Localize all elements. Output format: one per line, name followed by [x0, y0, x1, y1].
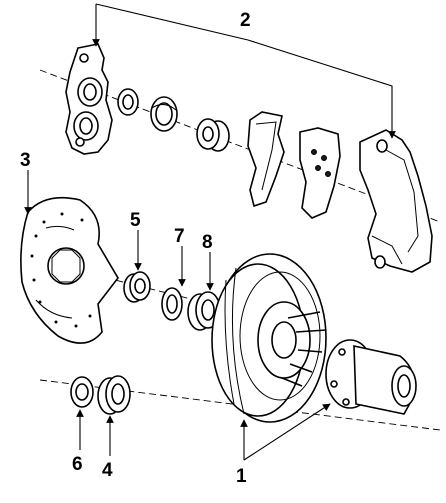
leader-lines — [24, 3, 396, 461]
piston-seal — [117, 88, 139, 116]
callout-4: 4 — [102, 460, 113, 481]
outer-brake-pad — [299, 127, 341, 219]
wheel-studs — [281, 311, 327, 387]
wheel-hub — [325, 339, 417, 415]
inner-brake-pad — [247, 111, 285, 208]
brake-rotor — [211, 253, 327, 423]
caliper-housing — [65, 43, 113, 155]
inner-bearing-cup — [123, 271, 151, 303]
caliper-piston — [196, 118, 230, 152]
callout-6: 6 — [72, 454, 83, 475]
callout-2: 2 — [240, 10, 251, 31]
callout-labels: 2 3 5 7 8 6 4 1 — [20, 10, 251, 487]
caliper-assembly — [359, 129, 433, 273]
callout-1: 1 — [236, 466, 247, 487]
callout-5: 5 — [130, 210, 141, 231]
callout-8: 8 — [202, 232, 213, 253]
callout-7: 7 — [174, 226, 185, 247]
dust-boot — [150, 96, 178, 132]
callout-3: 3 — [20, 150, 31, 171]
outer-bearing-cup — [70, 376, 94, 408]
splash-shield — [20, 196, 119, 344]
outer-bearing — [97, 375, 131, 415]
shield-texture — [30, 212, 92, 328]
grease-seal-ring — [161, 287, 183, 321]
inner-bearing — [187, 291, 221, 331]
